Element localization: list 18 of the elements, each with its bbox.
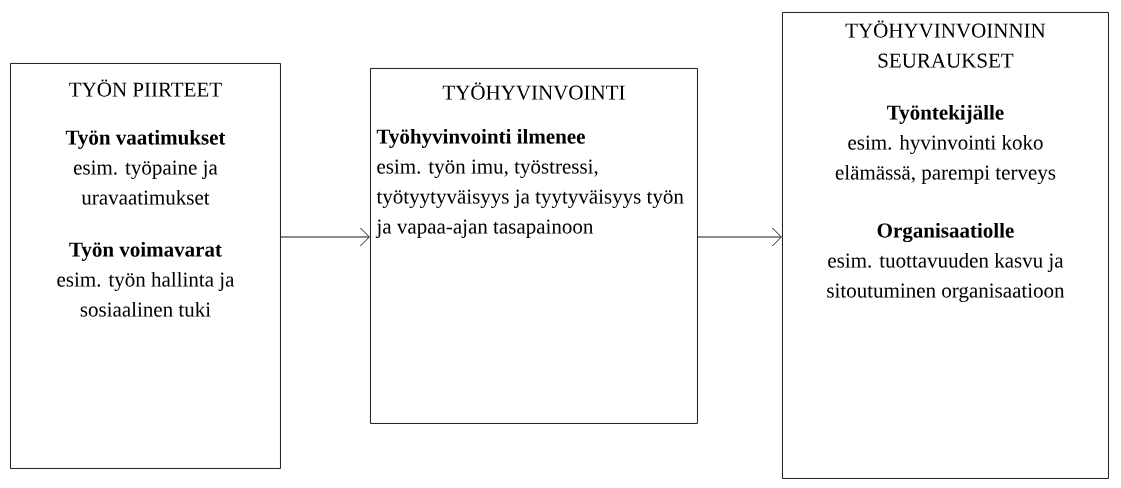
body-text: esim. työn imu, työstressi, työtyytyväisyys ja tyytyväisyys työn ja vapaa-ajan tasapainoon [375, 159, 684, 238]
section-heading: Organisaatiolle [877, 222, 1014, 243]
box-title: TYÖHYVINVOINNIN SEURAUKSET [845, 20, 1046, 68]
box-title: TYÖHYVINVOINTI [442, 82, 625, 100]
arrow [280, 227, 370, 247]
body-text: esim. työpaine ja uravaatimukset [73, 160, 218, 205]
body-text: esim. hyvinvointi koko elämässä, parempi terveys [835, 134, 1056, 184]
section-heading: Työhyvinvointi ilmenee [376, 128, 585, 148]
body-text: esim. työn hallinta ja sosiaalinen tuki [57, 271, 235, 317]
section-heading: Työn vaatimukset [65, 129, 226, 149]
text-box [10, 63, 281, 469]
arrow [697, 227, 782, 247]
body-text: esim. tuottavuuden kasvu ja sitoutuminen organisaatioon [827, 252, 1065, 302]
section-heading: Työn voimavarat [69, 241, 222, 261]
text-box [782, 12, 1109, 479]
box-title: TYÖN PIIRTEET [69, 79, 222, 97]
section-heading: Työntekijälle [887, 104, 1004, 124]
text-box [370, 68, 698, 424]
